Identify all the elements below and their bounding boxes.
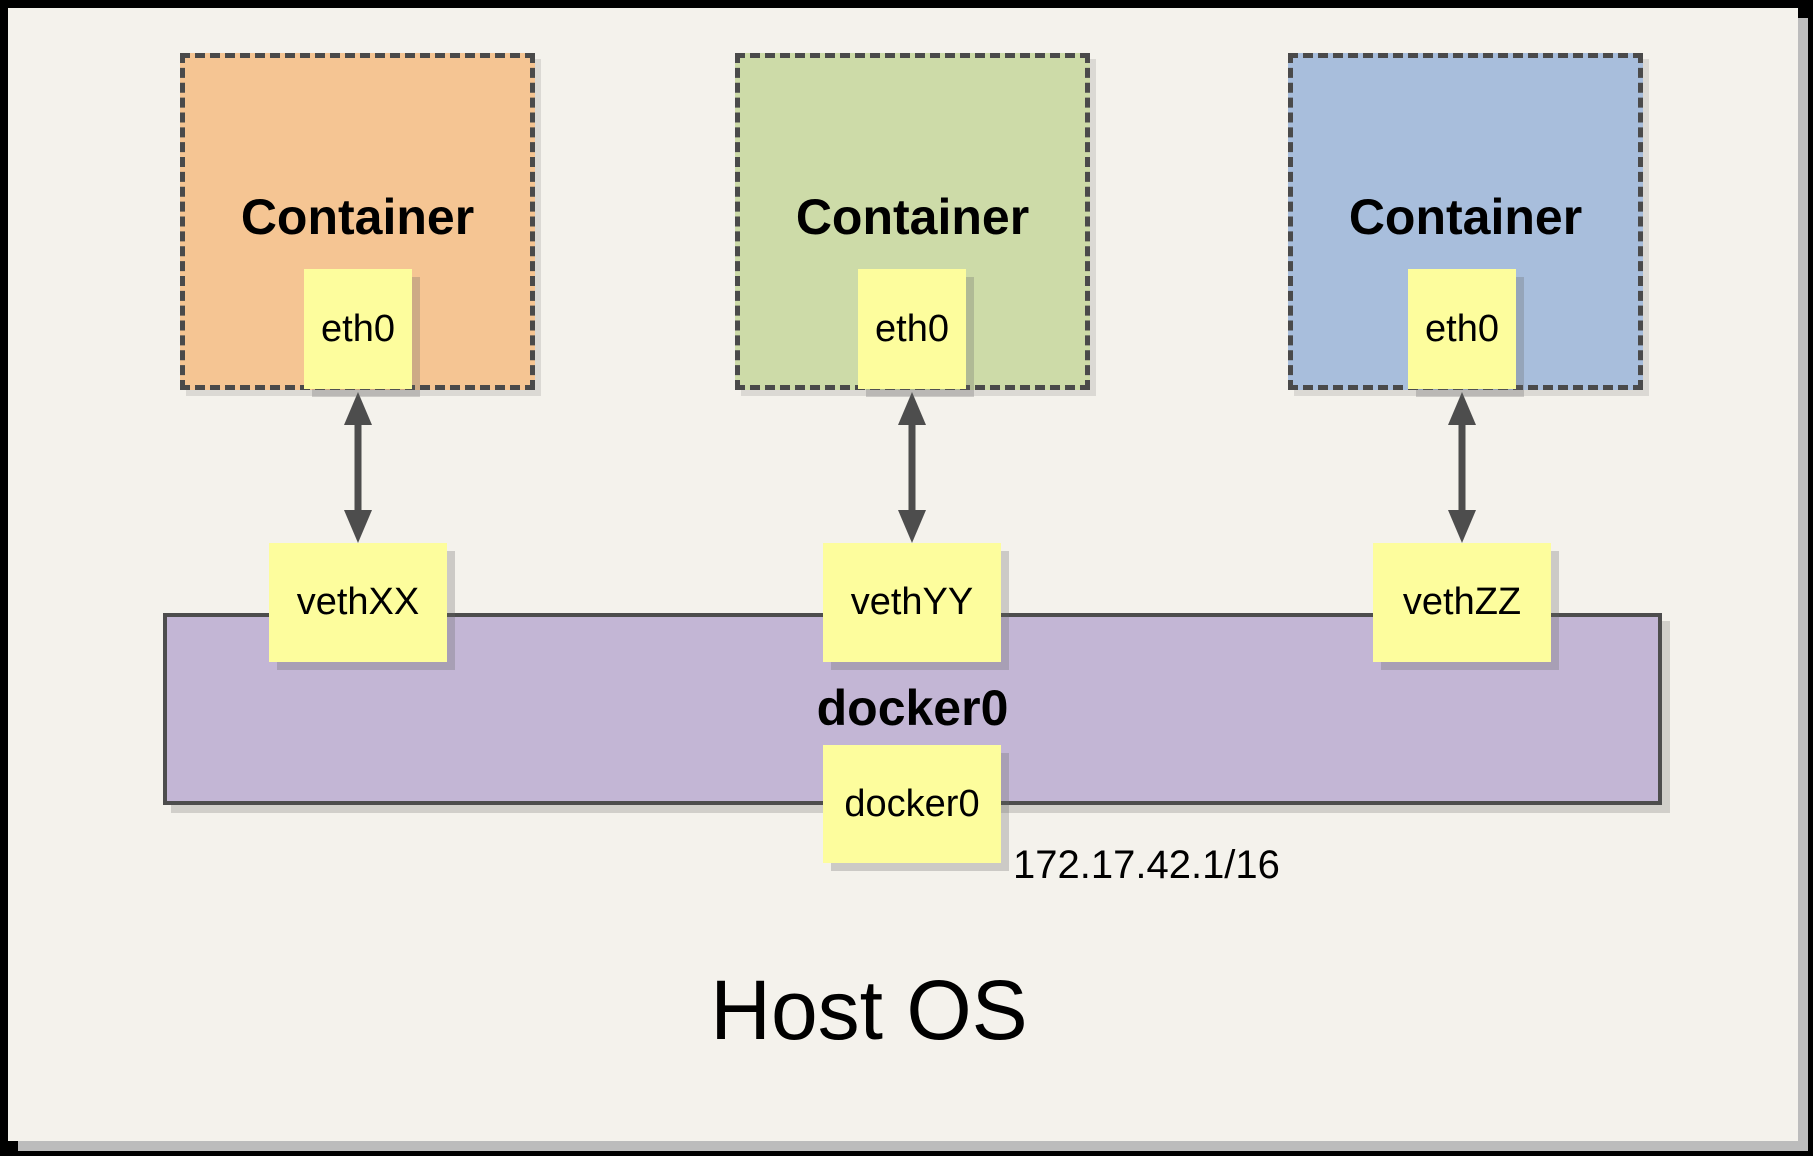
eth0-box-container-1: eth0 (304, 269, 412, 389)
bidirectional-arrow-icon-1 (340, 392, 376, 543)
docker0-interface-box: docker0 (823, 745, 1001, 863)
bidirectional-arrow-icon-3 (1444, 392, 1480, 543)
bridge-ip-label: 172.17.42.1/16 (1013, 843, 1280, 887)
eth0-box-container-2: eth0 (858, 269, 966, 389)
container-2-title: Container (795, 189, 1030, 245)
bidirectional-arrow-icon-2 (894, 392, 930, 543)
host-os-panel: Container Container Container eth0 eth0 … (8, 8, 1798, 1141)
docker0-bridge-label: docker0 (816, 680, 1009, 736)
vethyy-box: vethYY (823, 543, 1001, 662)
container-1-title: Container (240, 189, 475, 245)
host-os-label: Host OS (710, 963, 1028, 1057)
eth0-box-container-3: eth0 (1408, 269, 1516, 389)
container-3-title: Container (1348, 189, 1583, 245)
vethzz-box: vethZZ (1373, 543, 1551, 662)
vethxx-box: vethXX (269, 543, 447, 662)
